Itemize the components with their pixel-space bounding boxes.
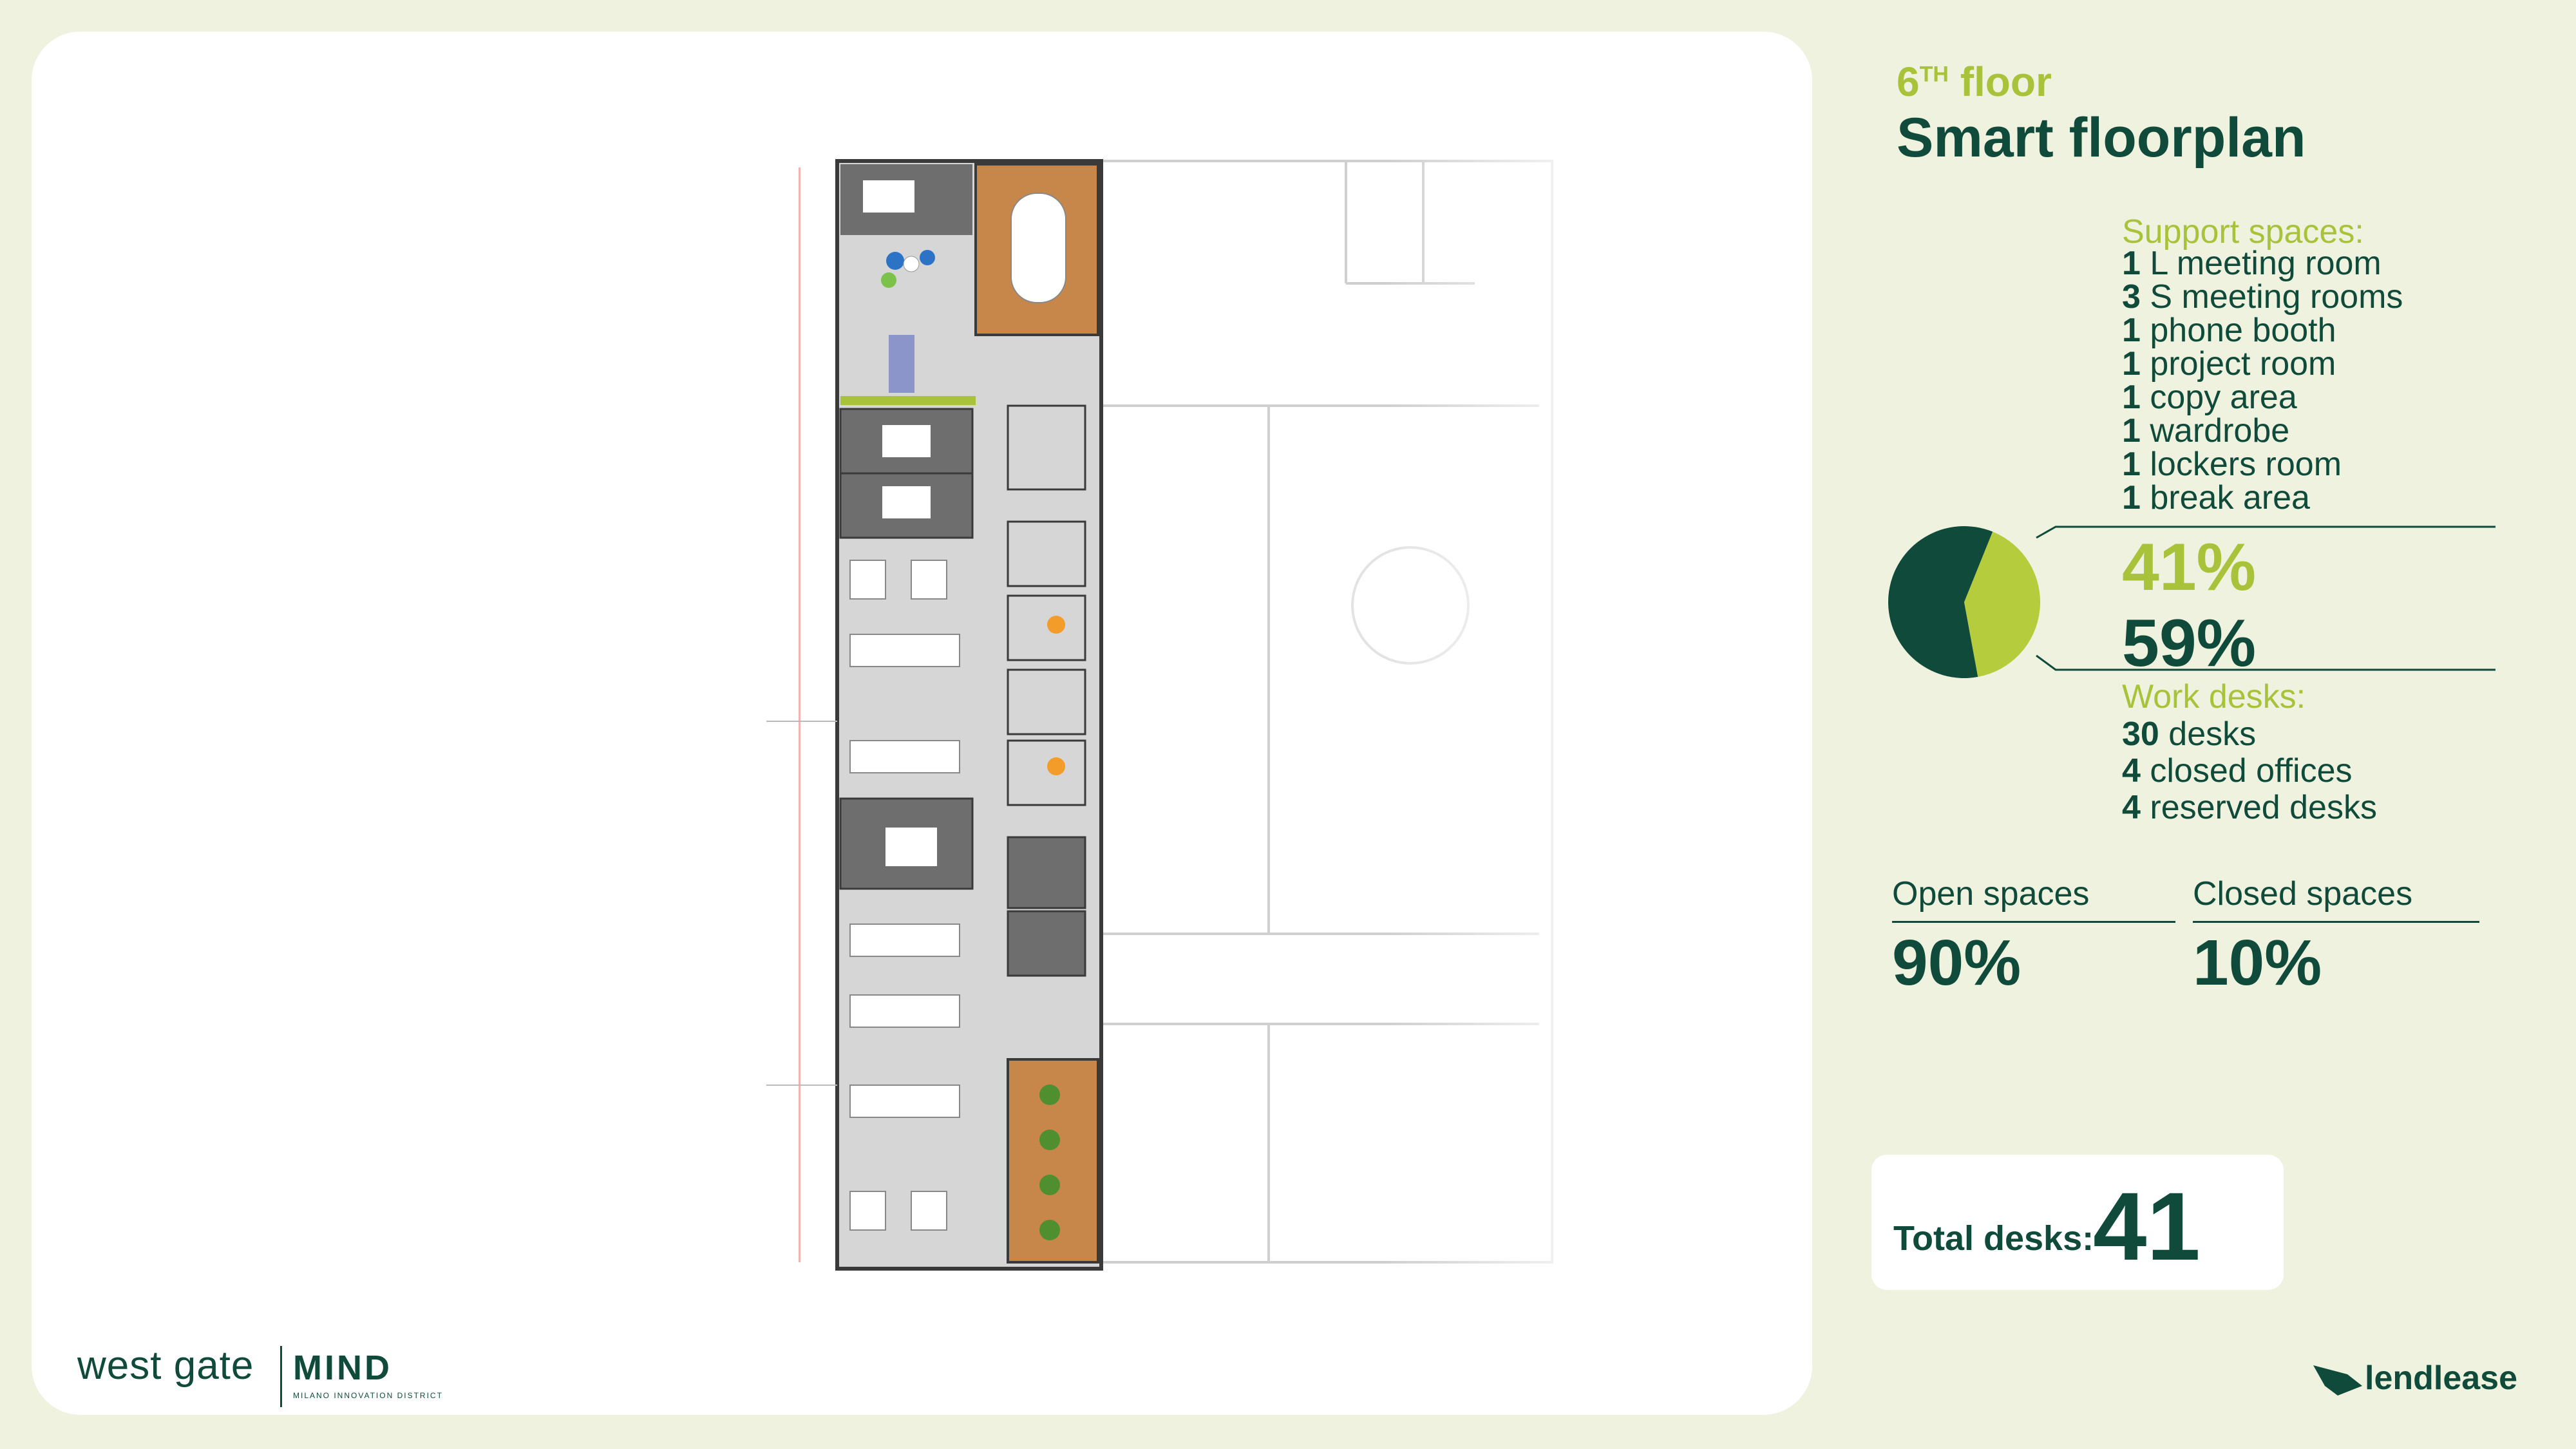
closed-spaces-label: Closed spaces	[2193, 875, 2413, 913]
project-table	[886, 828, 937, 866]
west-gate-logo: west gate	[77, 1343, 254, 1388]
plan-fade-overlay	[1385, 129, 1732, 1301]
plant	[881, 272, 896, 288]
lendlease-mark-icon	[2313, 1365, 2362, 1396]
work-desks-label: Work desks:	[2122, 678, 2306, 715]
list-item: 4 closed offices	[2122, 752, 2353, 790]
lounge-seat	[920, 250, 935, 265]
reception-desk	[889, 335, 914, 393]
list-item: 3 S meeting rooms	[2122, 278, 2403, 316]
list-item: 4 reserved desks	[2122, 789, 2377, 826]
dimension-marks	[799, 167, 800, 1262]
closed-spaces-divider	[2193, 921, 2479, 923]
floor-number: 6	[1897, 59, 1920, 105]
list-item: 1 lockers room	[2122, 446, 2342, 483]
meeting-table-small	[863, 180, 914, 213]
pie-leader-bottom	[2036, 654, 2496, 671]
list-item: 1 copy area	[2122, 379, 2297, 416]
logo-divider	[280, 1346, 282, 1407]
phone-booth-seat	[1047, 616, 1065, 634]
lounge-seat	[903, 256, 920, 272]
list-item: 1 break area	[2122, 479, 2310, 516]
work-desks-list: 30 desks 4 closed offices 4 reserved des…	[2122, 716, 2377, 826]
open-spaces-value: 90%	[1892, 927, 2022, 999]
mind-logo-subtitle: MILANO INNOVATION DISTRICT	[293, 1391, 443, 1400]
list-item: 1 phone booth	[2122, 312, 2336, 349]
list-item: 1 project room	[2122, 345, 2336, 383]
closed-spaces-value: 10%	[2193, 927, 2322, 999]
floorplan-drawing	[766, 159, 1553, 1271]
office-desk	[882, 425, 931, 457]
planter	[840, 396, 976, 405]
pie-slice-work	[1888, 526, 1993, 678]
list-item: 1 L meeting room	[2122, 245, 2382, 282]
work-percentage: 59%	[2122, 606, 2257, 681]
lounge-seat	[886, 252, 904, 270]
list-item: 30 desks	[2122, 715, 2257, 753]
support-percentage: 41%	[2122, 530, 2257, 605]
pie-leader-top	[2036, 526, 2496, 539]
total-desks-label: Total desks:	[1893, 1219, 2094, 1258]
pie-slice-support	[1964, 531, 2040, 677]
list-item: 1 wardrobe	[2122, 412, 2290, 450]
phone-booth-seat	[1047, 757, 1065, 775]
support-spaces-label: Support spaces:	[2122, 213, 2364, 251]
floor-label: 6TH floor	[1897, 58, 2052, 106]
lendlease-logo: lendlease	[2365, 1359, 2518, 1397]
right-rooms	[1007, 404, 1086, 977]
meeting-table	[1010, 193, 1066, 303]
support-spaces-list: 1 L meeting room 3 S meeting rooms 1 pho…	[2122, 247, 2403, 515]
mind-logo: MIND	[293, 1349, 392, 1387]
open-spaces-divider	[1892, 921, 2175, 923]
floor-word: floor	[1960, 59, 2052, 105]
total-desks-card	[1871, 1155, 2284, 1290]
total-desks-value: 41	[2093, 1172, 2201, 1280]
floor-suffix: TH	[1919, 62, 1949, 87]
open-spaces-label: Open spaces	[1892, 875, 2090, 913]
desk-clusters	[849, 560, 960, 1231]
break-tables	[1039, 1084, 1060, 1240]
office-desk	[882, 486, 931, 518]
page-title: Smart floorplan	[1897, 107, 2306, 169]
space-split-pie	[1888, 526, 2496, 678]
section-markers	[766, 721, 837, 1086]
